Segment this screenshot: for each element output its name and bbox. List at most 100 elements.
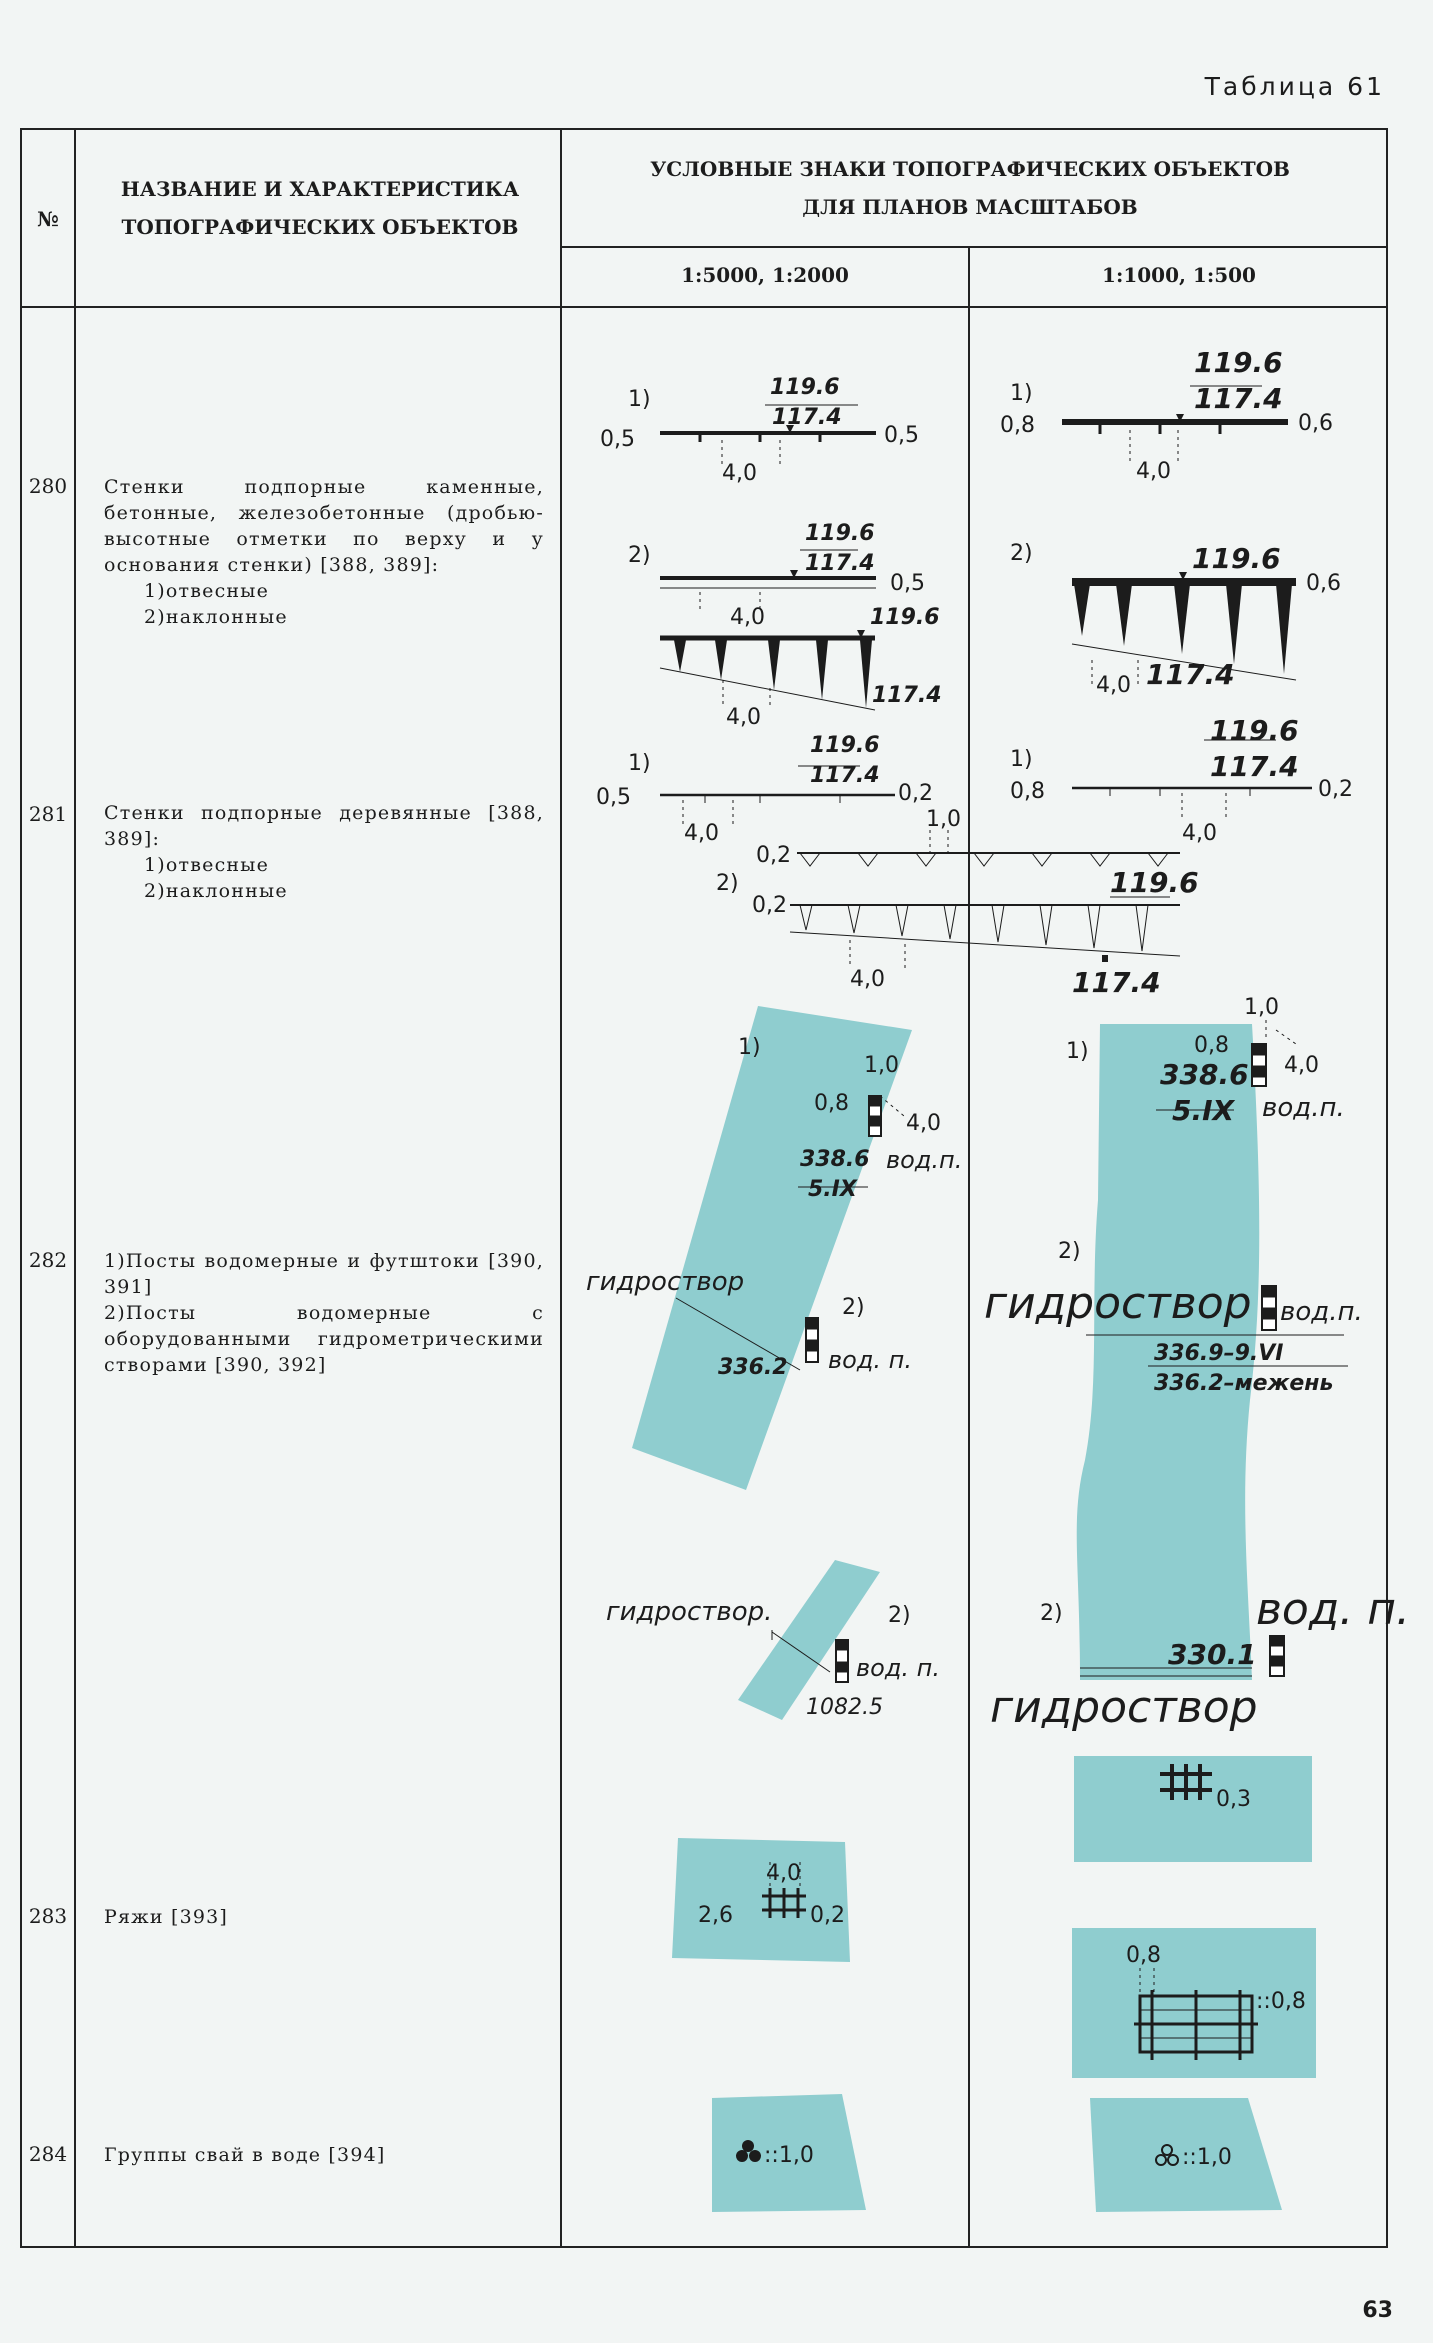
sym-label: 2) [716, 871, 739, 896]
row-text: Стенки подпорные каменные, бетонные, жел… [104, 476, 544, 576]
sym-label: 0,2 [1318, 777, 1353, 802]
sym-label: ::0,8 [1256, 1989, 1306, 2014]
sym-label: 4,0 [722, 461, 757, 486]
water-gauge-left-1 [632, 1006, 912, 1720]
sym-label: 0,5 [600, 427, 635, 452]
sym-label: 4,0 [906, 1111, 941, 1136]
sym-label: 117.4 [805, 551, 875, 576]
sym-label: гидроствор [990, 1682, 1258, 1733]
sym-label: 2) [628, 543, 651, 568]
sym-label: гидроствор. [606, 1597, 772, 1627]
row-item: 2)Посты водомерные с оборудованными гидр… [104, 1302, 544, 1376]
row-description: Стенки подпорные каменные, бетонные, жел… [104, 474, 544, 630]
row-number: 284 [28, 2142, 68, 2166]
header-name: НАЗВАНИЕ И ХАРАКТЕРИСТИКА ТОПОГРАФИЧЕСКИ… [120, 177, 520, 239]
header-symbols: УСЛОВНЫЕ ЗНАКИ ТОПОГРАФИЧЕСКИХ ОБЪЕКТОВ … [650, 157, 1290, 219]
sym-label: 4,0 [766, 1861, 801, 1886]
sym-label: гидроствор [586, 1267, 744, 1297]
sym-label: 330.1 [1168, 1638, 1257, 1671]
pile-group-symbol-right [1090, 2098, 1282, 2212]
sym-label: гидроствор [984, 1278, 1252, 1329]
sym-label: 1,0 [864, 1053, 899, 1078]
row-description: 1)Посты водомерные и футштоки [390, 391]… [104, 1248, 544, 1378]
sym-label: 0,2 [756, 843, 791, 868]
sym-label: 1082.5 [806, 1695, 883, 1720]
header-num: № [37, 207, 59, 231]
wall-inclined-teeth-right [1074, 414, 1292, 674]
sym-label: 0,5 [884, 423, 919, 448]
sym-label: 0,8 [1194, 1033, 1229, 1058]
water-gauge-markers [805, 1043, 1285, 1683]
sym-label: 119.6 [1110, 866, 1199, 899]
crib-symbol-right-2 [1072, 1928, 1316, 2078]
sym-label: 117.4 [1194, 382, 1283, 415]
sym-label: 119.6 [1194, 346, 1283, 379]
sym-label: 119.6 [805, 521, 875, 546]
sym-label: 119.6 [870, 605, 940, 630]
sym-label: 4,0 [726, 705, 761, 730]
sym-label: 1) [738, 1035, 761, 1060]
row-description: Стенки подпорные деревянные [388, 389]: … [104, 800, 544, 904]
row-text: 1)Посты водомерные и футштоки [390, 391] [104, 1250, 544, 1298]
row-description: Ряжи [393] [104, 1906, 229, 1928]
sym-label: 0,8 [1010, 779, 1045, 804]
wall-vertical-symbol-left [660, 404, 876, 465]
wall-vertical-symbol-right [1062, 385, 1288, 462]
sym-label: 4,0 [1182, 821, 1217, 846]
sym-label: 1) [1066, 1039, 1089, 1064]
wall-inclined-symbol-right [1071, 578, 1297, 684]
sym-label: 4,0 [730, 605, 765, 630]
wooden-wall-vertical-right [1072, 739, 1312, 820]
sym-label: 1) [628, 751, 651, 776]
sym-label: 338.6 [1160, 1058, 1249, 1091]
sym-label: ::1,0 [1182, 2145, 1232, 2170]
sym-label: 5.IX [808, 1177, 858, 1202]
sym-label: 2) [1040, 1601, 1063, 1626]
sym-label: вод.п. [1280, 1297, 1363, 1327]
sym-label: ::1,0 [764, 2143, 814, 2168]
sym-label: 1,0 [1244, 995, 1279, 1020]
row-number: 282 [28, 1248, 68, 1272]
row-number: 280 [28, 474, 68, 498]
sym-label: 0,2 [752, 893, 787, 918]
sym-label: вод. п. [856, 1654, 940, 1682]
sym-label: 2) [888, 1603, 911, 1628]
sym-label: 4,0 [684, 821, 719, 846]
sym-label: 117.4 [1146, 658, 1235, 691]
header-scale-right: 1:1000, 1:500 [1102, 263, 1256, 287]
sym-label: 0,5 [596, 785, 631, 810]
sym-label: 119.6 [1192, 542, 1281, 575]
sym-label: 117.4 [1072, 966, 1161, 999]
row-number: 281 [28, 802, 68, 826]
sym-label: 117.4 [772, 405, 842, 430]
wooden-wall-vertical-left [660, 765, 895, 825]
header-divider [20, 306, 1388, 308]
sym-label: 117.4 [1210, 750, 1299, 783]
row-text: Стенки подпорные деревянные [388, 389]: [104, 802, 544, 850]
row-item: 2)наклонные [144, 880, 288, 902]
sym-label: 4,0 [1284, 1053, 1319, 1078]
sym-label: 0,2 [898, 781, 933, 806]
sym-label: вод.п. [886, 1146, 962, 1174]
row-item: 2)наклонные [144, 606, 288, 628]
table-title: Таблица 61 [1204, 72, 1385, 101]
wooden-wall-combined [789, 830, 1181, 968]
sym-label: вод.п. [1262, 1093, 1345, 1123]
sym-label: 119.6 [770, 375, 840, 400]
pile-group-symbol-left [712, 2094, 866, 2212]
sym-label: 0,6 [1306, 571, 1341, 596]
col-divider [74, 128, 76, 2248]
sym-label: 0,6 [1298, 411, 1333, 436]
col-divider [560, 128, 562, 2248]
sym-label: 0,2 [810, 1903, 845, 1928]
sym-label: 0,8 [814, 1091, 849, 1116]
sym-label: 1,0 [926, 807, 961, 832]
sym-label: 0,8 [1000, 413, 1035, 438]
sym-label: 2) [1058, 1239, 1081, 1264]
sym-label: вод. п. [1256, 1584, 1410, 1635]
sym-label: 4,0 [850, 967, 885, 992]
sym-label: 1) [1010, 747, 1033, 772]
sym-label: 336.2 [718, 1355, 788, 1380]
header-divider [560, 246, 1388, 248]
